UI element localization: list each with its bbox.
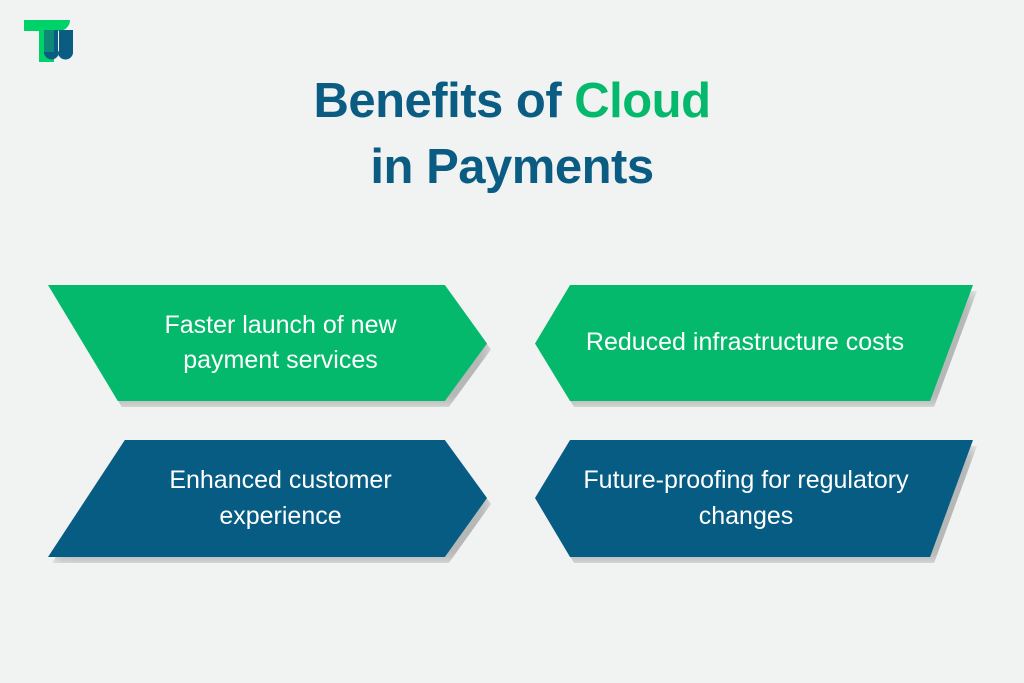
benefit-banner-faster-launch[interactable]: Faster launch of new payment services	[48, 285, 487, 401]
benefit-label-enhanced-experience: Enhanced customer experience	[169, 466, 392, 530]
page-title: Benefits of Cloud in Payments	[0, 68, 1024, 200]
benefit-banner-reduced-costs[interactable]: Reduced infrastructure costs	[535, 285, 973, 401]
benefit-banner-future-proofing[interactable]: Future-proofing for regulatory changes	[535, 440, 973, 557]
tu-monogram-logo	[22, 18, 80, 70]
title-accent-word: Cloud	[574, 74, 711, 128]
benefit-banner-enhanced-experience[interactable]: Enhanced customer experience	[48, 440, 487, 557]
benefit-label-future-proofing: Future-proofing for regulatory changes	[583, 466, 909, 530]
title-line-2: in Payments	[370, 140, 654, 195]
title-prefix: Benefits of	[313, 74, 575, 128]
title-line-1: Benefits of Cloud	[313, 74, 711, 128]
benefit-label-faster-launch: Faster launch of new payment services	[164, 310, 397, 375]
logo-overlap	[44, 30, 54, 52]
logo-icon	[24, 20, 73, 62]
benefit-label-reduced-costs: Reduced infrastructure costs	[585, 328, 905, 357]
